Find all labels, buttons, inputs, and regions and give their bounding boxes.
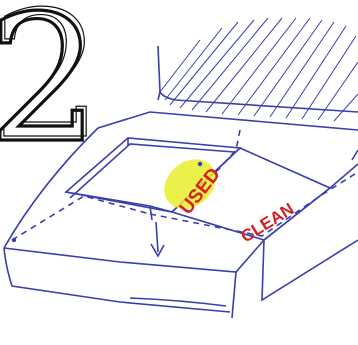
mattress-right-edge (352, 150, 358, 160)
corner-dot-right (198, 162, 202, 166)
clean-label: CLEAN (238, 199, 298, 246)
down-arrow (151, 222, 164, 256)
step-number-figure: 2 2 (0, 0, 103, 182)
mattress-back-edge (98, 112, 358, 130)
corner-dot-left (12, 238, 16, 242)
step-number-double-outline: 2 (0, 0, 103, 178)
